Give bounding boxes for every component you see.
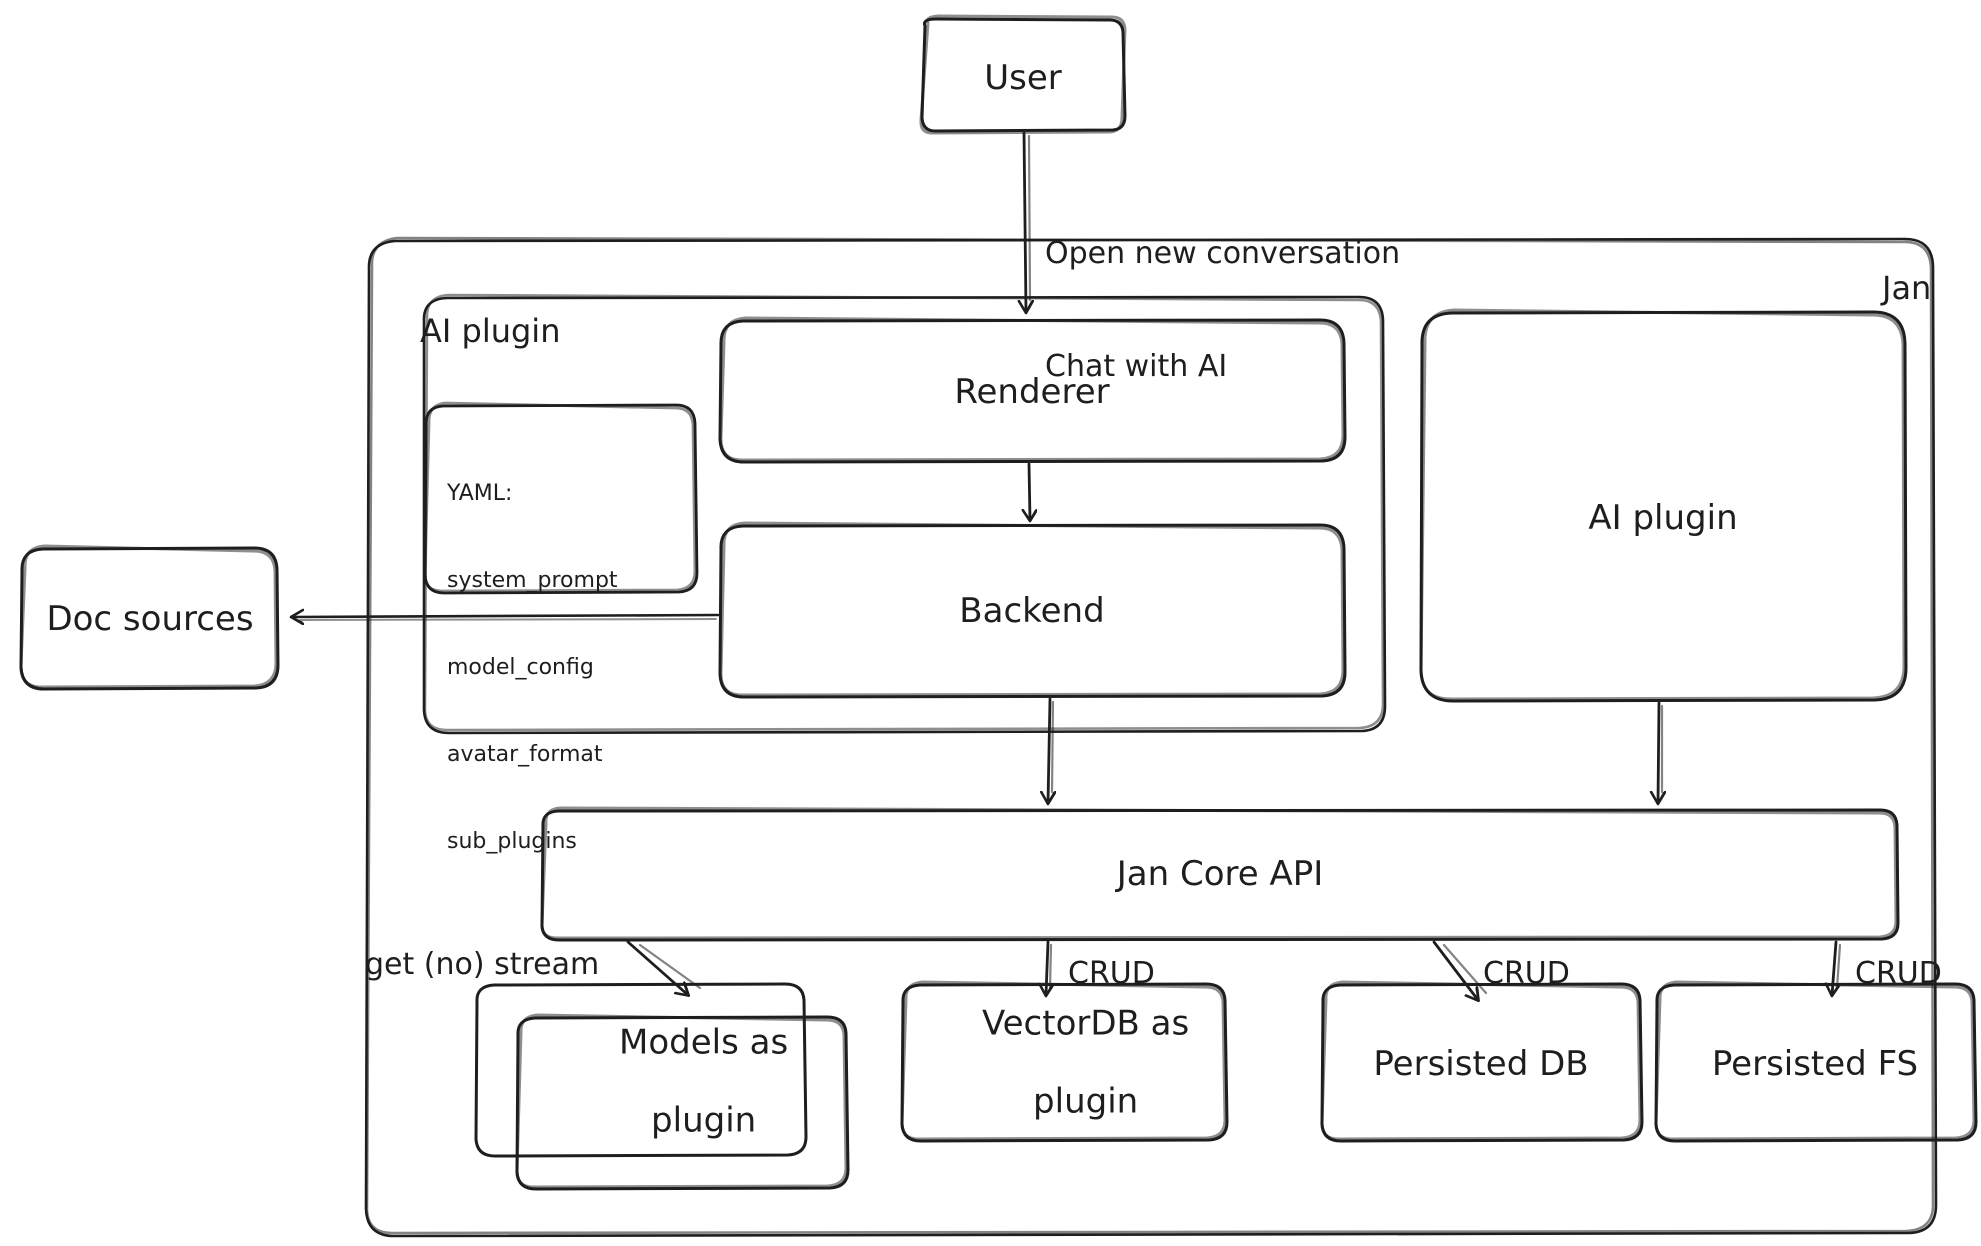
edge-jan-core-to-persisted-db-sketch [1442, 943, 1488, 995]
edge-backend-to-jan-core-api [1048, 697, 1050, 803]
node-persisted-db-shape [1320, 980, 1644, 1143]
edge-jan-core-to-persisted-db [1432, 940, 1478, 1000]
edge-jan-core-to-persisted-fs [1832, 940, 1836, 995]
node-backend-shape [718, 521, 1347, 699]
node-persisted-fs-shape [1654, 980, 1978, 1143]
node-jan-core-api-shape [540, 806, 1900, 942]
edge-jan-core-to-persisted-fs-sketch [1835, 943, 1842, 990]
edge-backend-to-doc-sources [292, 615, 720, 617]
node-doc-sources-shape [19, 544, 280, 691]
edge-jan-core-to-models-sketch [638, 943, 702, 990]
node-models-as-plugin-shape [474, 982, 850, 1191]
edge-backend-to-doc-sources-sketch [299, 618, 717, 621]
node-user-shape [919, 14, 1127, 135]
edge-renderer-to-backend [1029, 462, 1030, 520]
edge-ai-plugin-to-jan-core-api [1658, 701, 1659, 803]
edge-user-to-renderer [1024, 131, 1026, 312]
node-renderer-shape [718, 316, 1347, 464]
group-jan [364, 236, 1938, 1238]
edge-user-to-renderer-sketch [1027, 134, 1032, 302]
group-ai-plugin [422, 293, 1387, 735]
yaml-card-shape [423, 401, 699, 595]
edge-backend-to-jan-core-api-sketch [1050, 700, 1055, 794]
edge-jan-core-to-models [626, 940, 688, 995]
node-vectordb-as-plugin-shape [900, 980, 1229, 1143]
edge-jan-core-to-vectordb [1046, 940, 1048, 995]
edge-jan-core-to-vectordb-sketch [1048, 943, 1053, 990]
node-ai-plugin-shape [1419, 308, 1908, 703]
